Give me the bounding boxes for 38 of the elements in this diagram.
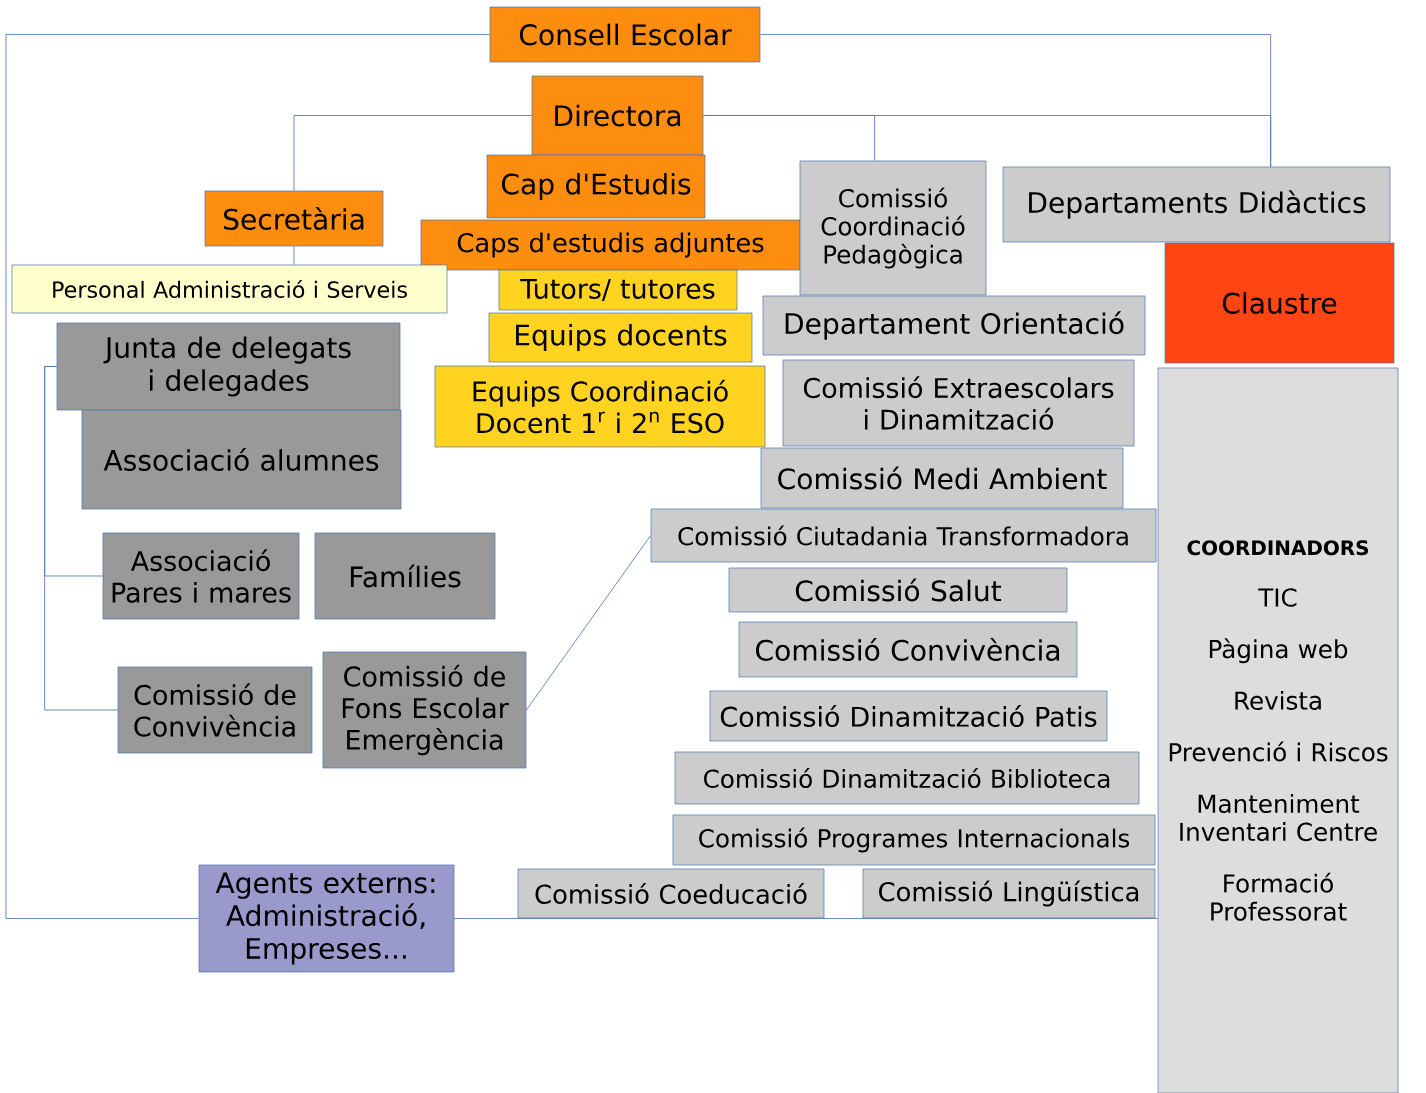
org-box: Personal Administració i Serveis — [11, 264, 448, 314]
org-box: Famílies — [314, 532, 496, 620]
org-box: Agents externs: Administració, Empreses... — [198, 864, 455, 973]
org-box: Comissió de Convivència — [117, 666, 313, 754]
org-box: Comissió Dinamització Patis — [709, 690, 1108, 742]
org-box: Comissió Convivència — [738, 621, 1078, 678]
org-box: Comissió Coeducació — [517, 868, 825, 919]
connector-line — [293, 245, 295, 266]
org-box: Junta de delegats i delegades — [56, 322, 401, 411]
org-box: Consell Escolar — [489, 6, 761, 63]
connector-line — [525, 535, 652, 711]
org-box: Directora — [531, 75, 704, 156]
org-box: Departament Orientació — [762, 295, 1146, 356]
org-box: Cap d'Estudis — [486, 154, 706, 219]
org-box: Comissió Salut — [728, 567, 1068, 613]
org-box: Comissió Programes Internacionals — [672, 814, 1156, 866]
connector-line — [702, 115, 1272, 168]
org-box: Comissió Medi Ambient — [760, 447, 1124, 509]
connector-line — [5, 34, 491, 919]
org-box: Associació Pares i mares — [102, 532, 300, 620]
org-box: Secretària — [204, 190, 384, 247]
connector-line — [453, 918, 1159, 919]
coordinators-panel: COORDINADORS TIC Pàgina web Revista Prevenció i Riscos Manteniment Inventari Centre Formació Professorat — [1157, 367, 1399, 1093]
org-box: Equips docents — [488, 312, 753, 363]
org-box: Associació alumnes — [81, 409, 402, 510]
org-box: Comissió Coordinació Pedagògica — [799, 160, 987, 296]
org-box: Departaments Didàctics — [1002, 166, 1391, 243]
org-box: Comissió Dinamització Biblioteca — [674, 751, 1140, 805]
org-box: Comissió Extraescolars i Dinamització — [782, 359, 1135, 447]
connector-line — [44, 366, 119, 711]
org-box: Tutors/ tutores — [498, 269, 738, 311]
org-box: Equips Coordinació Docent 1$^{r}$ i 2$^{n}$ ESO — [434, 365, 766, 448]
org-box: Comissió Ciutadania Transformadora — [650, 508, 1157, 563]
org-box: Comissió de Fons Escolar Emergència — [322, 651, 527, 769]
org-box: Comissió Lingüística — [862, 868, 1156, 919]
connector-line — [293, 115, 533, 192]
org-box: Claustre — [1164, 242, 1395, 364]
org-box: Caps d'estudis adjuntes — [420, 219, 801, 271]
